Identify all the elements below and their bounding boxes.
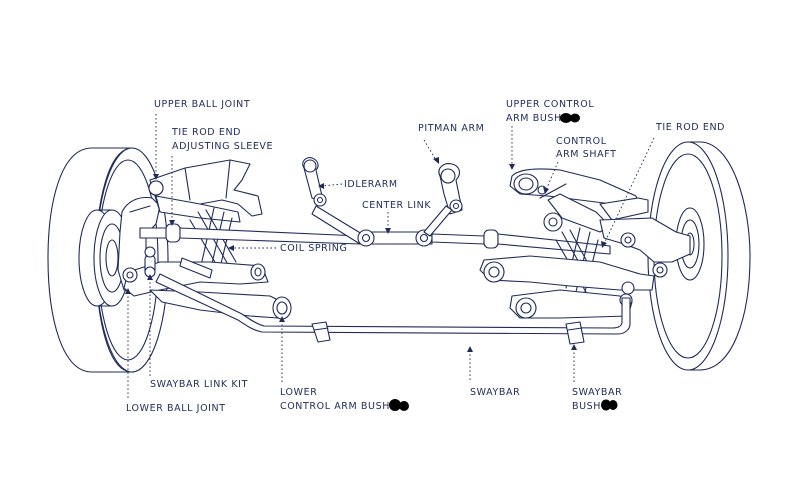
redaction-mark [601,399,611,411]
left-lower-ball-joint [122,267,138,283]
left-upper-ball-joint [148,180,164,196]
leader-lines [125,114,655,398]
label-lower-ball-joint: LOWER BALL JOINT [126,403,226,414]
label-upper-ball-joint: UPPER BALL JOINT [154,99,250,110]
right-upper-control-arm [509,168,649,233]
label-swaybar-link-kit: SWAYBAR LINK KIT [150,379,248,390]
swaybar-bush-left [311,321,331,343]
label-control-arm-shaft-line2: ARM SHAFT [556,149,617,160]
redaction-mark [570,113,580,123]
left-tie-rod-end [139,223,361,245]
label-control-arm-shaft-line1: CONTROL [556,136,607,147]
right-control-arm-shaft [539,183,567,199]
label-pitman-arm: PITMAN ARM [418,123,484,134]
left-swaybar-link [144,246,213,279]
idler-arm [302,157,363,245]
label-lower-control-arm-bush-line2: CONTROL ARM BUSH [280,401,390,412]
swaybar [155,273,631,335]
label-coil-spring: COIL SPRING [280,243,347,254]
label-upper-control-arm-bush-line2: ARM BUSH [506,113,562,124]
label-swaybar-bush-line1: SWAYBAR [572,387,622,398]
label-lower-control-arm-bush-line1: LOWER [280,387,317,398]
swaybar-bush-right [565,321,585,345]
label-swaybar: SWAYBAR [470,387,520,398]
label-upper-control-arm-bush-line1: UPPER CONTROL [506,99,594,110]
label-swaybar-bush-line2: BUSH [572,401,601,412]
label-tie-rod-end: TIE ROD END [655,122,725,133]
redaction-mark [560,113,572,123]
label-tie-rod-end-sleeve-line1: TIE ROD END [171,127,241,138]
right-tie-rod [431,229,611,255]
center-link [357,229,433,247]
redaction-mark [389,399,401,411]
label-idlerarm: IDLERARM [344,179,398,190]
labels: UPPER BALL JOINT TIE ROD END ADJUSTING S… [126,99,725,414]
redaction-mark [399,401,409,411]
label-center-link: CENTER LINK [362,200,431,211]
label-tie-rod-end-sleeve-line2: ADJUSTING SLEEVE [172,141,273,152]
redaction-mark [608,400,618,410]
pitman-arm [423,163,463,237]
right-frame-bracket [599,217,691,278]
